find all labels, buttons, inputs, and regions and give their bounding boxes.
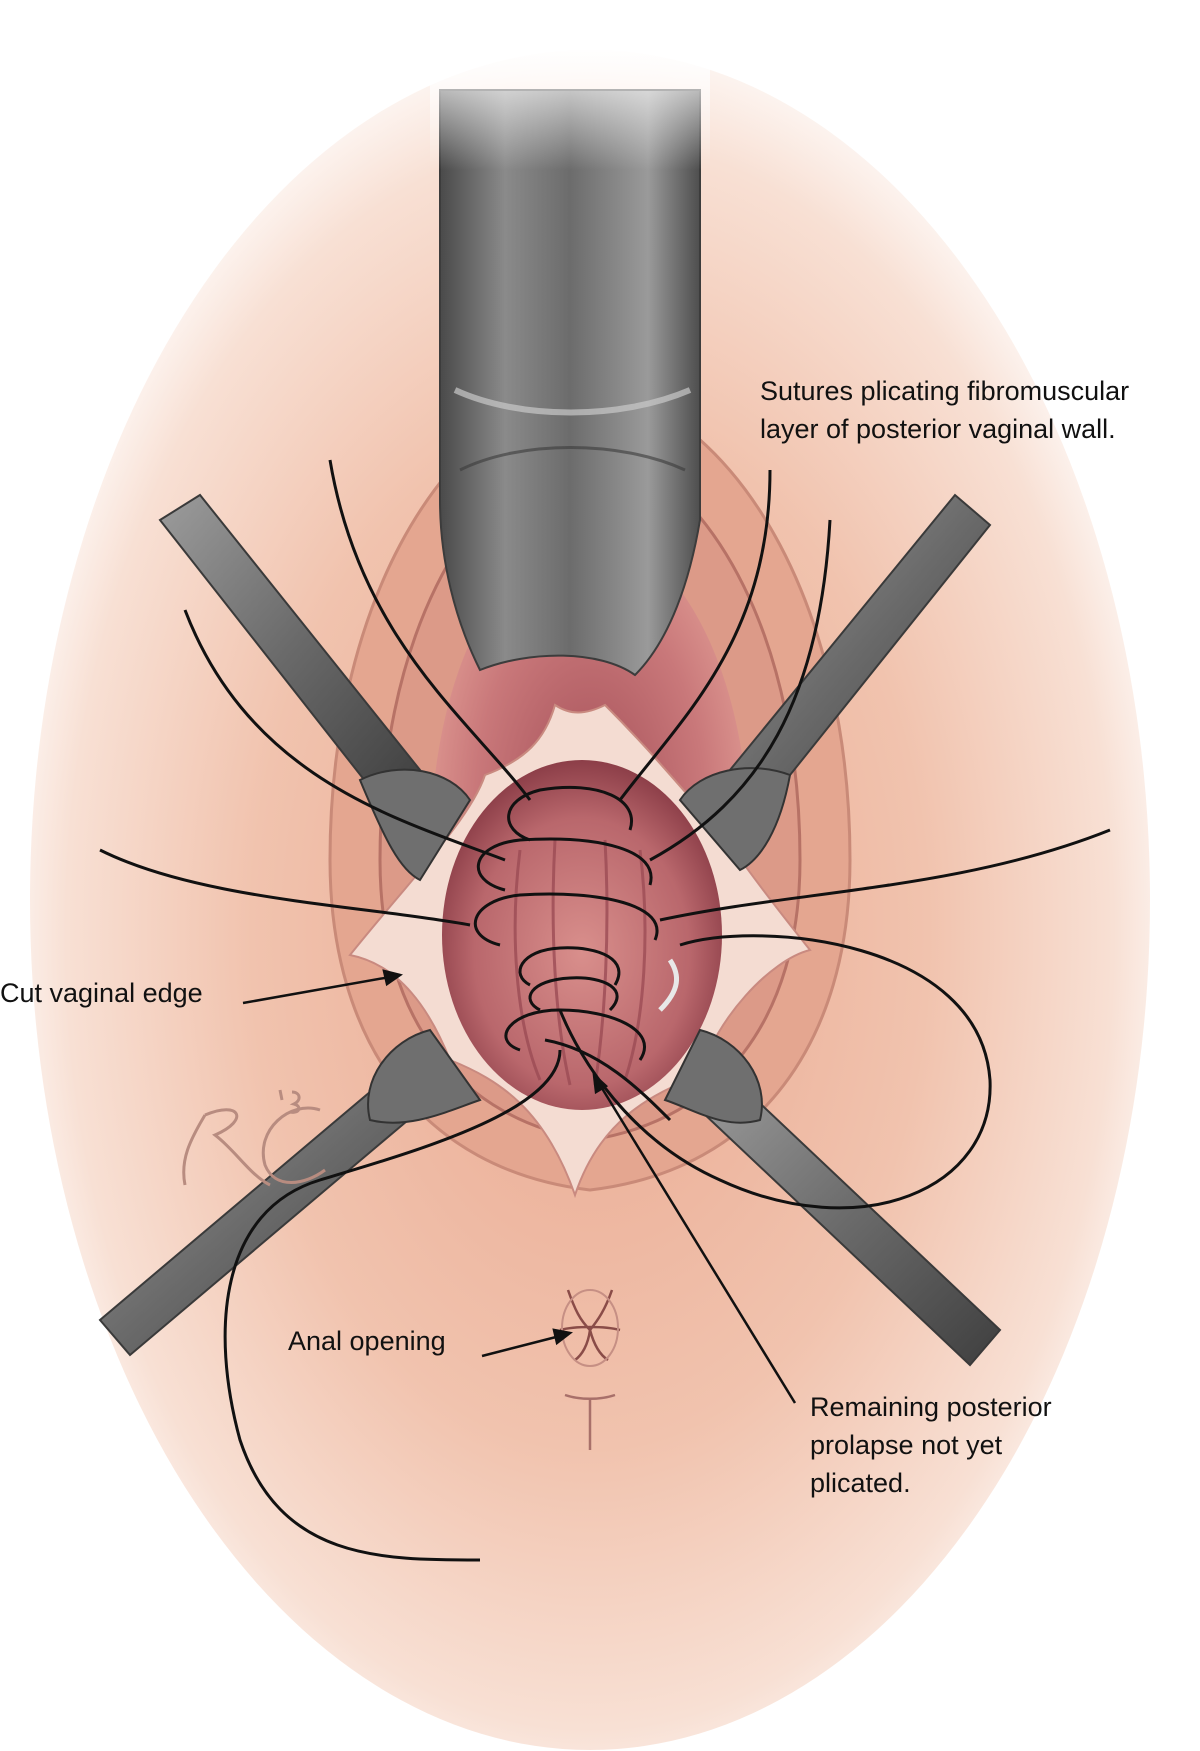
- speculum-blade: [439, 89, 701, 677]
- label-sutures-line1: Sutures plicating fibromuscular: [760, 376, 1130, 406]
- leader-lines: [242, 969, 797, 1404]
- speculum-highlight: [453, 387, 692, 416]
- label-remaining-line2: prolapse not yet: [810, 1430, 1003, 1460]
- retractor-lower-right: [663, 1028, 1002, 1367]
- label-remaining-prolapse: Remaining posterior prolapse not yet pli…: [810, 1388, 1052, 1502]
- label-remaining-line1: Remaining posterior: [810, 1392, 1052, 1422]
- label-sutures-line2: layer of posterior vaginal wall.: [760, 414, 1116, 444]
- label-remaining-line3: plicated.: [810, 1468, 911, 1498]
- sutures: [99, 459, 1111, 1562]
- label-cut-vaginal-edge: Cut vaginal edge: [0, 978, 203, 1008]
- gluteal-cleft: [564, 1393, 616, 1450]
- surgical-wound: [442, 760, 722, 1110]
- retractor-upper-right: [678, 493, 992, 872]
- speculum-ridge: [459, 446, 686, 472]
- label-sutures: Sutures plicating fibromuscular layer of…: [760, 372, 1129, 448]
- retractor-lower-left: [98, 1028, 482, 1357]
- speculum-fade: [430, 40, 710, 170]
- anal-opening: [559, 1289, 621, 1367]
- artist-signature: [182, 1089, 326, 1187]
- label-anal-opening: Anal opening: [288, 1326, 446, 1356]
- suture-needle: [658, 958, 680, 1012]
